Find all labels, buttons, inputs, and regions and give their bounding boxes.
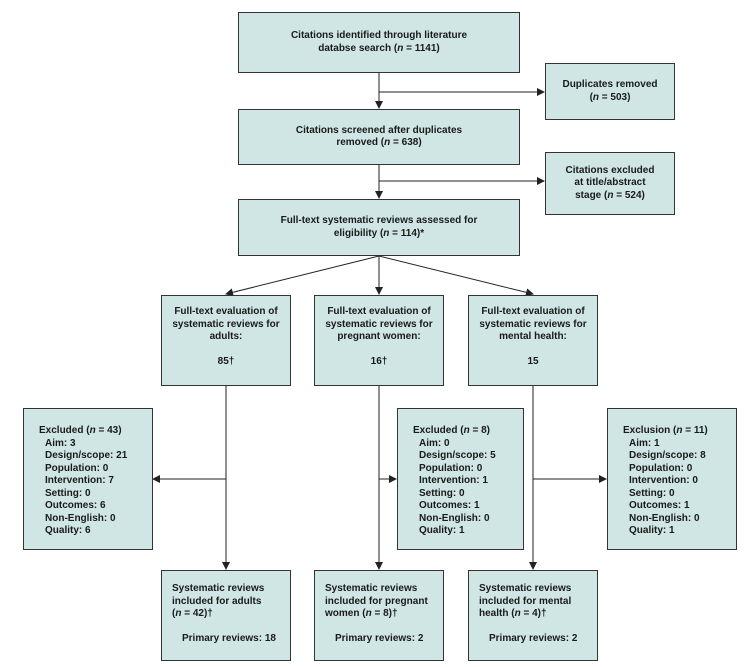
incl-pregnant-line1: Systematic reviews	[325, 583, 418, 594]
eval-pregnant-count: 16†	[370, 355, 388, 367]
duplicates-box: Duplicates removed (n = 503)	[545, 63, 675, 120]
excl-pregnant-item: Quality: 1	[419, 525, 465, 536]
excl-mental-item: Outcomes: 1	[629, 500, 690, 511]
arrow-fulltext-to-adults	[225, 255, 380, 297]
excl-pregnant-item: Non-English: 0	[419, 512, 490, 524]
excl-mental-item: Non-English: 0	[629, 512, 700, 524]
incl-mental-box: Systematic reviews included for mental h…	[468, 570, 598, 661]
incl-adults-primary: Primary reviews: 18	[182, 632, 276, 644]
excl-pregnant-heading: Excluded (n = 8)	[413, 425, 490, 436]
incl-adults-line3: (n = 42)†	[172, 608, 213, 619]
screened-line1: Citations screened after duplicates	[295, 124, 463, 136]
identified-line1: Citations identified through literature	[290, 30, 468, 41]
screened-box: Citations screened after duplicates remo…	[238, 109, 520, 165]
screened-line2: removed (n = 638)	[336, 137, 422, 148]
eval-pregnant-line2: systematic reviews for	[325, 318, 433, 330]
excl-adults-item: Non-English: 0	[45, 512, 116, 524]
excl-pregnant-item: Aim: 0	[419, 437, 450, 449]
excl-mental-box: Exclusion (n = 11) Aim: 1 Design/scope: …	[607, 408, 737, 550]
duplicates-line2: (n = 503)	[589, 91, 631, 103]
eval-mental-line1: Full-text evaluation of	[481, 306, 585, 317]
incl-mental-line2: included for mental	[479, 595, 572, 607]
excl-adults-item: Design/scope: 21	[45, 450, 128, 461]
eval-adults-line1: Full-text evaluation of	[174, 306, 278, 317]
identified-box: Citations identified through literature …	[238, 12, 520, 73]
duplicates-line1: Duplicates removed	[562, 79, 658, 90]
excl-pregnant-box: Excluded (n = 8) Aim: 0 Design/scope: 5 …	[397, 408, 524, 550]
excluded-title-box: Citations excluded at title/abstract sta…	[545, 152, 675, 215]
excl-adults-item: Quality: 6	[45, 525, 91, 536]
fulltext-line2: eligibility (n = 114)*	[333, 227, 425, 239]
eval-adults-box: Full-text evaluation of systematic revie…	[161, 295, 291, 386]
excl-pregnant-item: Intervention: 1	[419, 475, 488, 486]
eval-mental-count: 15	[527, 355, 539, 367]
eval-pregnant-box: Full-text evaluation of systematic revie…	[314, 295, 444, 386]
eval-adults-line2: systematic reviews for	[172, 318, 280, 330]
incl-mental-primary: Primary reviews: 2	[489, 632, 578, 644]
excl-mental-item: Population: 0	[629, 462, 693, 474]
excl-mental-item: Intervention: 0	[629, 475, 698, 486]
fulltext-box: Full-text systematic reviews assessed fo…	[238, 199, 520, 256]
excl-pregnant-item: Setting: 0	[419, 487, 465, 499]
excl-adults-heading: Excluded (n = 43)	[39, 425, 122, 436]
excl-pregnant-item: Design/scope: 5	[419, 450, 496, 461]
excl-mental-heading: Exclusion (n = 11)	[623, 425, 708, 436]
eval-pregnant-line1: Full-text evaluation of	[327, 306, 431, 317]
excl-mental-item: Setting: 0	[629, 487, 675, 499]
incl-pregnant-primary: Primary reviews: 2	[335, 632, 424, 644]
eval-adults-count: 85†	[217, 355, 235, 367]
excl-adults-item: Outcomes: 6	[45, 500, 106, 511]
excluded-title-line1: Citations excluded	[565, 164, 655, 176]
identified-line2: databse search (n = 1141)	[318, 42, 440, 54]
incl-pregnant-line3: women (n = 8)†	[325, 608, 398, 619]
excl-adults-item: Aim: 3	[45, 437, 76, 449]
eval-pregnant-line3: pregnant women:	[337, 331, 421, 342]
excl-pregnant-item: Population: 0	[419, 462, 483, 474]
excl-adults-item: Intervention: 7	[45, 475, 114, 486]
incl-adults-box: Systematic reviews included for adults (…	[161, 570, 291, 661]
incl-pregnant-box: Systematic reviews included for pregnant…	[314, 570, 444, 661]
incl-mental-line1: Systematic reviews	[479, 583, 572, 594]
excluded-title-line3: stage (n = 524)	[575, 189, 645, 201]
excluded-title-line2: at title/abstract	[574, 177, 646, 189]
excl-adults-item: Population: 0	[45, 462, 109, 474]
excl-adults-box: Excluded (n = 43) Aim: 3 Design/scope: 2…	[23, 408, 153, 550]
fulltext-line1: Full-text systematic reviews assessed fo…	[280, 215, 478, 226]
incl-adults-line1: Systematic reviews	[172, 583, 265, 594]
excl-adults-item: Setting: 0	[45, 487, 91, 499]
eval-mental-line2: systematic reviews for	[479, 318, 587, 330]
excl-mental-item: Quality: 1	[629, 525, 675, 536]
eval-adults-line3: adults:	[209, 331, 243, 342]
incl-mental-line3: health (n = 4)†	[479, 608, 547, 619]
excl-mental-item: Aim: 1	[629, 437, 660, 449]
arrow-fulltext-to-mental	[378, 255, 534, 297]
eval-mental-line3: mental health:	[499, 331, 567, 342]
eval-mental-box: Full-text evaluation of systematic revie…	[468, 295, 598, 386]
excl-pregnant-item: Outcomes: 1	[419, 500, 480, 511]
excl-mental-item: Design/scope: 8	[629, 450, 706, 461]
incl-pregnant-line2: included for pregnant	[325, 595, 428, 607]
incl-adults-line2: included for adults	[172, 595, 262, 607]
